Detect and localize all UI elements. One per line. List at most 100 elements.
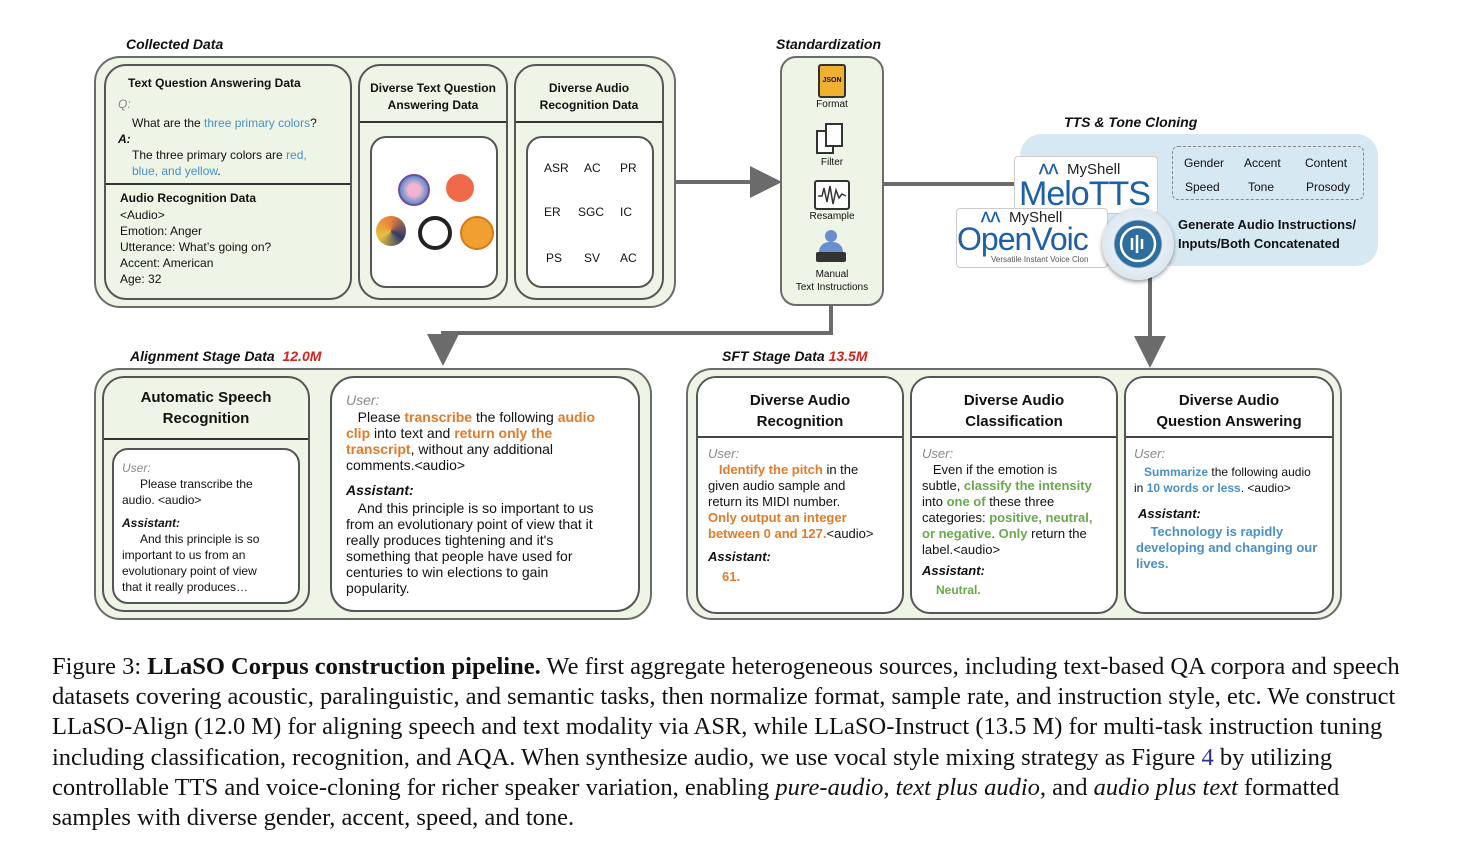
assistant-answer: Neutral. <box>936 583 981 597</box>
assistant-label: Assistant: <box>922 563 985 578</box>
sheep-logo-icon <box>446 174 474 202</box>
diverse-text-qa-card: Diverse Text Question Answering Data <box>358 64 508 300</box>
assistant-label: Assistant: <box>1138 506 1201 521</box>
user-label: User: <box>1134 446 1166 461</box>
assistant-label: Assistant: <box>346 482 414 498</box>
json-file-icon: JSON <box>818 64 846 98</box>
task-label: SV <box>584 251 601 265</box>
user-text: Identify the pitch in the given audio sa… <box>708 462 874 541</box>
card-header: Diverse Audio Classification <box>912 378 1116 438</box>
a-label: A: <box>118 132 131 146</box>
assistant-text: evolutionary point of view <box>122 564 257 578</box>
divider <box>106 183 350 185</box>
openai-logo-icon <box>418 216 452 250</box>
card-title-1: Diverse Audio <box>749 392 851 409</box>
assistant-text: important to us from an <box>122 548 246 562</box>
asr-zoom-card: User: Please transcribe the following au… <box>330 376 640 612</box>
asr-card: Automatic Speech Recognition User: Pleas… <box>102 376 310 612</box>
asr-title-1: Automatic Speech <box>140 389 272 406</box>
melotts-logo: ᐱᐱ MyShell MeloTTS <box>1014 156 1158 214</box>
diverse-audio-title-1: Diverse Audio <box>548 81 630 95</box>
attr-accent: Accent <box>1244 156 1281 170</box>
llama-logo-icon <box>398 174 430 206</box>
user-text: Summarize the following audio in 10 word… <box>1134 465 1311 495</box>
model-logos-box <box>370 136 498 288</box>
step-format: Format <box>816 99 848 110</box>
diverse-text-title-2: Answering Data <box>387 98 479 112</box>
user-text: audio. <audio> <box>122 493 202 507</box>
step-resample: Resample <box>809 211 855 222</box>
standardization-title: Standardization <box>776 36 882 52</box>
sft-qa-card: Diverse Audio Question Answering User: S… <box>1124 376 1334 614</box>
card-title-1: Diverse Audio <box>963 392 1065 409</box>
figure-ref-link[interactable]: 4 <box>1201 743 1214 771</box>
diverse-text-title-1: Diverse Text Question <box>370 81 496 95</box>
attr-gender: Gender <box>1184 156 1225 170</box>
task-label: AC <box>584 161 601 175</box>
a-text-1: The three primary colors are red, <box>132 148 307 162</box>
user-label: User: <box>346 392 380 408</box>
myshell-icon: ᐱᐱ <box>981 209 1001 225</box>
generate-line-1: Generate Audio Instructions/ <box>1178 217 1356 232</box>
sft-title: SFT Stage Data 13.5M <box>722 348 868 364</box>
assistant-label: Assistant: <box>122 516 181 530</box>
sft-classification-card: Diverse Audio Classification User: Even … <box>910 376 1118 614</box>
user-text: Please transcribe the <box>140 477 253 491</box>
open-sub: Versatile Instant Voice Clon <box>991 255 1089 264</box>
tiger-logo-icon <box>460 216 494 250</box>
bird-logo-icon <box>376 216 406 246</box>
figure-caption: Figure 3: LLaSO Corpus construction pipe… <box>52 653 1400 832</box>
assistant-text: that it really produces… <box>122 580 249 594</box>
step-filter: Filter <box>820 157 844 168</box>
audio-rec-title: Audio Recognition Data <box>120 191 256 205</box>
task-label: ASR <box>544 161 569 175</box>
audio-rec-line: Accent: American <box>120 256 214 270</box>
task-label: ER <box>544 205 561 219</box>
audio-rec-line: Emotion: Anger <box>120 224 203 238</box>
attr-tone: Tone <box>1248 180 1275 194</box>
task-label: PS <box>546 251 563 265</box>
task-label: AC <box>620 251 637 265</box>
attr-content: Content <box>1305 156 1348 170</box>
generate-line-2: Inputs/Both Concatenated <box>1178 236 1340 251</box>
alignment-title: Alignment Stage Data 12.0M <box>130 348 322 364</box>
q-text: What are the three primary colors? <box>132 116 317 130</box>
user-label: User: <box>922 446 954 461</box>
text-qa-title: Text Question Answering Data <box>128 76 301 90</box>
assistant-answer: Technology is rapidly developing and cha… <box>1136 524 1318 571</box>
filter-icon <box>816 120 844 154</box>
a-text-2: blue, and yellow. <box>132 164 221 178</box>
task-label: PR <box>620 161 637 175</box>
user-text: Even if the emotion is subtle, classify … <box>922 462 1093 557</box>
audio-rec-line: Age: 32 <box>120 272 162 286</box>
audio-rec-line: Utterance: What’s going on? <box>120 240 272 254</box>
q-label: Q: <box>118 97 131 111</box>
myshell-icon: ᐱᐱ <box>1039 161 1059 177</box>
card-title-2: Recognition <box>756 413 844 430</box>
assistant-text: And this principle is so important to us… <box>346 500 594 596</box>
tts-title: TTS & Tone Cloning <box>1064 114 1198 130</box>
task-label: IC <box>620 205 632 219</box>
task-grid: ASR AC PR ER SGC IC PS SV AC <box>526 136 654 288</box>
melo-brand: MyShell <box>1067 161 1121 178</box>
user-text: Please transcribe the following audio cl… <box>346 409 596 473</box>
step-text-instructions: Text Instructions <box>795 282 869 293</box>
asr-title-2: Recognition <box>162 410 250 427</box>
task-label: SGC <box>578 205 605 219</box>
user-label: User: <box>708 446 740 461</box>
card-title-1: Diverse Audio <box>1178 392 1280 409</box>
card-title-2: Classification <box>965 413 1063 430</box>
asr-example-box: User: Please transcribe the audio. <audi… <box>112 448 300 604</box>
voice-chat-icon <box>1102 208 1174 280</box>
assistant-answer: 61. <box>722 569 741 584</box>
assistant-label: Assistant: <box>708 549 771 564</box>
assistant-text: And this principle is so <box>140 532 260 546</box>
tts-attr-box <box>1172 146 1364 200</box>
text-qa-card: Text Question Answering Data Q: What are… <box>104 64 352 300</box>
divider <box>104 438 308 440</box>
open-brand: MyShell <box>1009 209 1063 226</box>
diverse-audio-title-2: Recognition Data <box>539 98 639 112</box>
divider <box>516 121 662 123</box>
melo-name: MeloTTS <box>1019 175 1151 213</box>
card-header: Diverse Audio Recognition <box>698 378 902 438</box>
